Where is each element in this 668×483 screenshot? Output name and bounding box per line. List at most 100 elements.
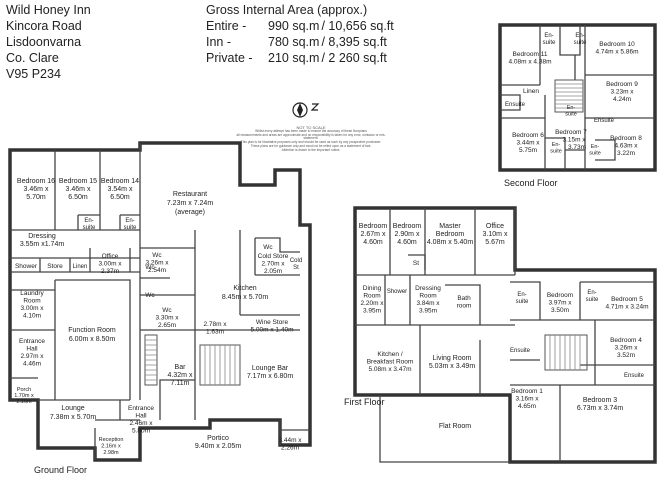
room-label: Shower (387, 289, 407, 295)
notice-line: Whilst every attempt has been made to en… (255, 128, 367, 133)
area-metric: 990 sq.m (268, 19, 320, 33)
area-label: Entire - (206, 19, 247, 33)
not-to-scale-notice: NOT TO SCALE Whilst every attempt has be… (236, 126, 386, 153)
room-label: Wc (145, 264, 155, 271)
address-line: V95 P234 (6, 67, 61, 81)
room-label: Wc (145, 292, 155, 299)
notice-line: This plan is for illustrative purposes o… (240, 140, 382, 145)
room-label: Flat Room (439, 423, 471, 430)
area-metric: 210 sq.m (268, 51, 320, 65)
compass-icon (292, 102, 320, 118)
gross-area-row: Private -210 sq.m / 2 260 sq.ft (206, 51, 387, 65)
room-label: En-suite (516, 292, 529, 305)
room-label: En-suite (565, 105, 577, 118)
area-label: Private - (206, 51, 253, 65)
notice-line: all measurements and areas are approxima… (236, 132, 386, 141)
stairs-icon (554, 79, 584, 113)
ground-floor-plan (8, 141, 312, 462)
room-label: Wc (263, 244, 273, 251)
first-floor-title: First Floor (344, 397, 385, 407)
ground-floor-title: Ground Floor (34, 465, 87, 475)
area-imperial: 2 260 sq.ft (328, 51, 387, 65)
address-line: Wild Honey Inn (6, 3, 91, 17)
area-imperial: 10,656 sq.ft (328, 19, 394, 33)
gross-area-title: Gross Internal Area (approx.) (206, 3, 368, 17)
address-line: Lisdoonvarna (6, 35, 82, 49)
gross-area-row: Entire -990 sq.m / 10,656 sq.ft (206, 19, 394, 33)
room-label: Linen (73, 264, 88, 270)
room-label: Ensuite (624, 373, 645, 379)
stairs-icon (144, 334, 241, 386)
address-line: Kincora Road (6, 19, 82, 33)
room-label: St (413, 260, 419, 267)
floor-titles: Ground Floor First Floor Second Floor (34, 178, 558, 475)
gross-area-row: Inn -780 sq.m / 8,395 sq.ft (206, 35, 387, 49)
room-label: Ensuite (510, 348, 531, 354)
area-label: Inn - (206, 35, 232, 49)
stairs-icon (544, 334, 588, 371)
room-label: En-suite (550, 142, 562, 155)
notice-line: Attention is drawn to the important noti… (281, 147, 341, 152)
room-label: En-suite (586, 290, 599, 303)
address-line: Co. Clare (6, 51, 59, 65)
gross-area-block: Gross Internal Area (approx.) Entire - 99… (206, 2, 394, 66)
property-address: Wild Honey Inn Kincora Road Lisdoonvarna… (6, 2, 91, 82)
room-label: Ensuite (594, 118, 615, 124)
second-floor-title: Second Floor (504, 178, 558, 188)
room-label: Linen (523, 88, 539, 95)
first-floor-plan (353, 206, 657, 464)
notice-line: These plans are for guidance only and mu… (250, 143, 372, 148)
area-imperial: 8,395 sq.ft (328, 35, 387, 49)
room-label: Shower (15, 263, 38, 270)
room-label: En-suite (124, 218, 137, 231)
room-label: En-suite (83, 218, 96, 231)
area-metric: 780 sq.m (268, 35, 320, 49)
room-label: En-suite (589, 144, 601, 157)
room-label: Ensuite (505, 102, 526, 108)
room-label: Store (47, 263, 63, 270)
second-floor-plan (498, 23, 657, 172)
notice-title: NOT TO SCALE (296, 125, 326, 130)
